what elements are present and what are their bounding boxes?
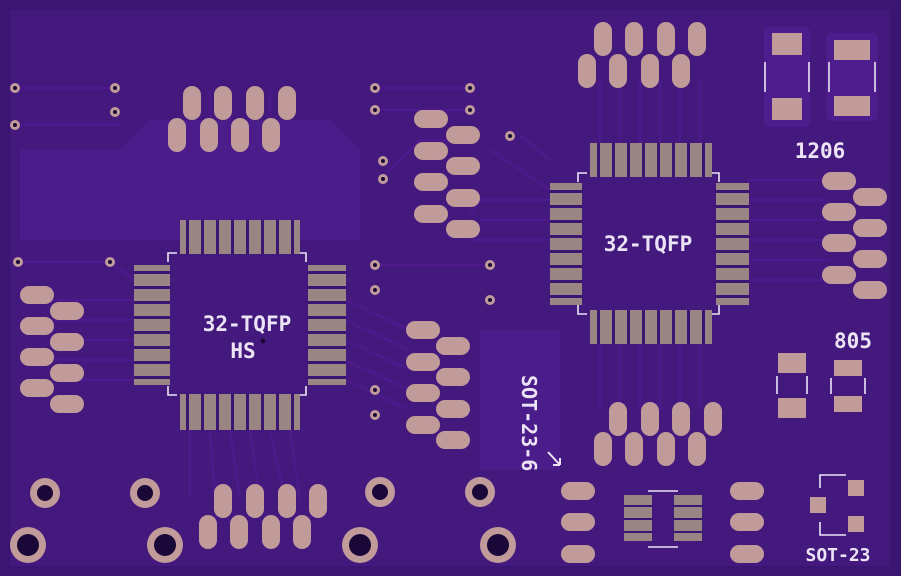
sot23-6-label: SOT-23-6: [517, 375, 541, 471]
sot23-footprint: SOT-23: [805, 474, 871, 566]
tqfp-left-label: 32-TQFP: [203, 312, 292, 336]
oval-pads-left-top: [168, 86, 296, 152]
oval-pads-right-top: [578, 22, 706, 88]
cap-805-a: [776, 353, 808, 418]
pkg-1206-label: 1206: [795, 139, 846, 163]
oval-pads-mid-upper: [414, 110, 480, 238]
cap-1206-a: [764, 27, 810, 127]
oval-pads-left-side: [20, 286, 84, 413]
tqfp-right-footprint: 32-TQFP: [550, 143, 749, 344]
tqfp-left-silk-outline: [167, 252, 307, 396]
oval-pads-right-bottom: [594, 402, 722, 466]
sot23-6-silk: [648, 490, 678, 548]
tqfp-left-pads-bottom: [180, 394, 300, 430]
oval-pads-mid-lower: [406, 321, 470, 449]
through-holes: [10, 477, 516, 563]
oval-pads-right-side: [822, 172, 887, 299]
tqfp-right-pads-left: [550, 183, 582, 305]
pour-region-mid: [480, 330, 560, 470]
tqfp-left-pads-right: [308, 265, 346, 385]
tqfp-right-label: 32-TQFP: [604, 232, 693, 256]
tqfp-left-footprint: 32-TQFP HS: [134, 220, 346, 430]
oval-pads-left-bottom: [199, 484, 327, 549]
pkg-805-label: 805: [834, 329, 872, 353]
cap-1206-b: [826, 33, 878, 121]
via-holes: [13, 86, 512, 417]
tqfp-right-pads-right: [716, 183, 749, 305]
sot23-6-footprint: SOT-23-6: [517, 375, 702, 548]
tqfp-left-pads-left: [134, 265, 170, 385]
tqfp-right-pads-top: [590, 143, 712, 177]
cap-805-b: [830, 360, 866, 412]
oval-pads-sot23-6: [561, 482, 764, 563]
arrow-icon: [547, 451, 561, 466]
tqfp-left-sublabel: HS: [230, 339, 255, 363]
tqfp-right-silk-outline: [577, 172, 720, 315]
sot23-label: SOT-23: [805, 545, 870, 566]
tqfp-right-pads-bottom: [590, 310, 712, 344]
tqfp-left-pads-top: [180, 220, 300, 254]
